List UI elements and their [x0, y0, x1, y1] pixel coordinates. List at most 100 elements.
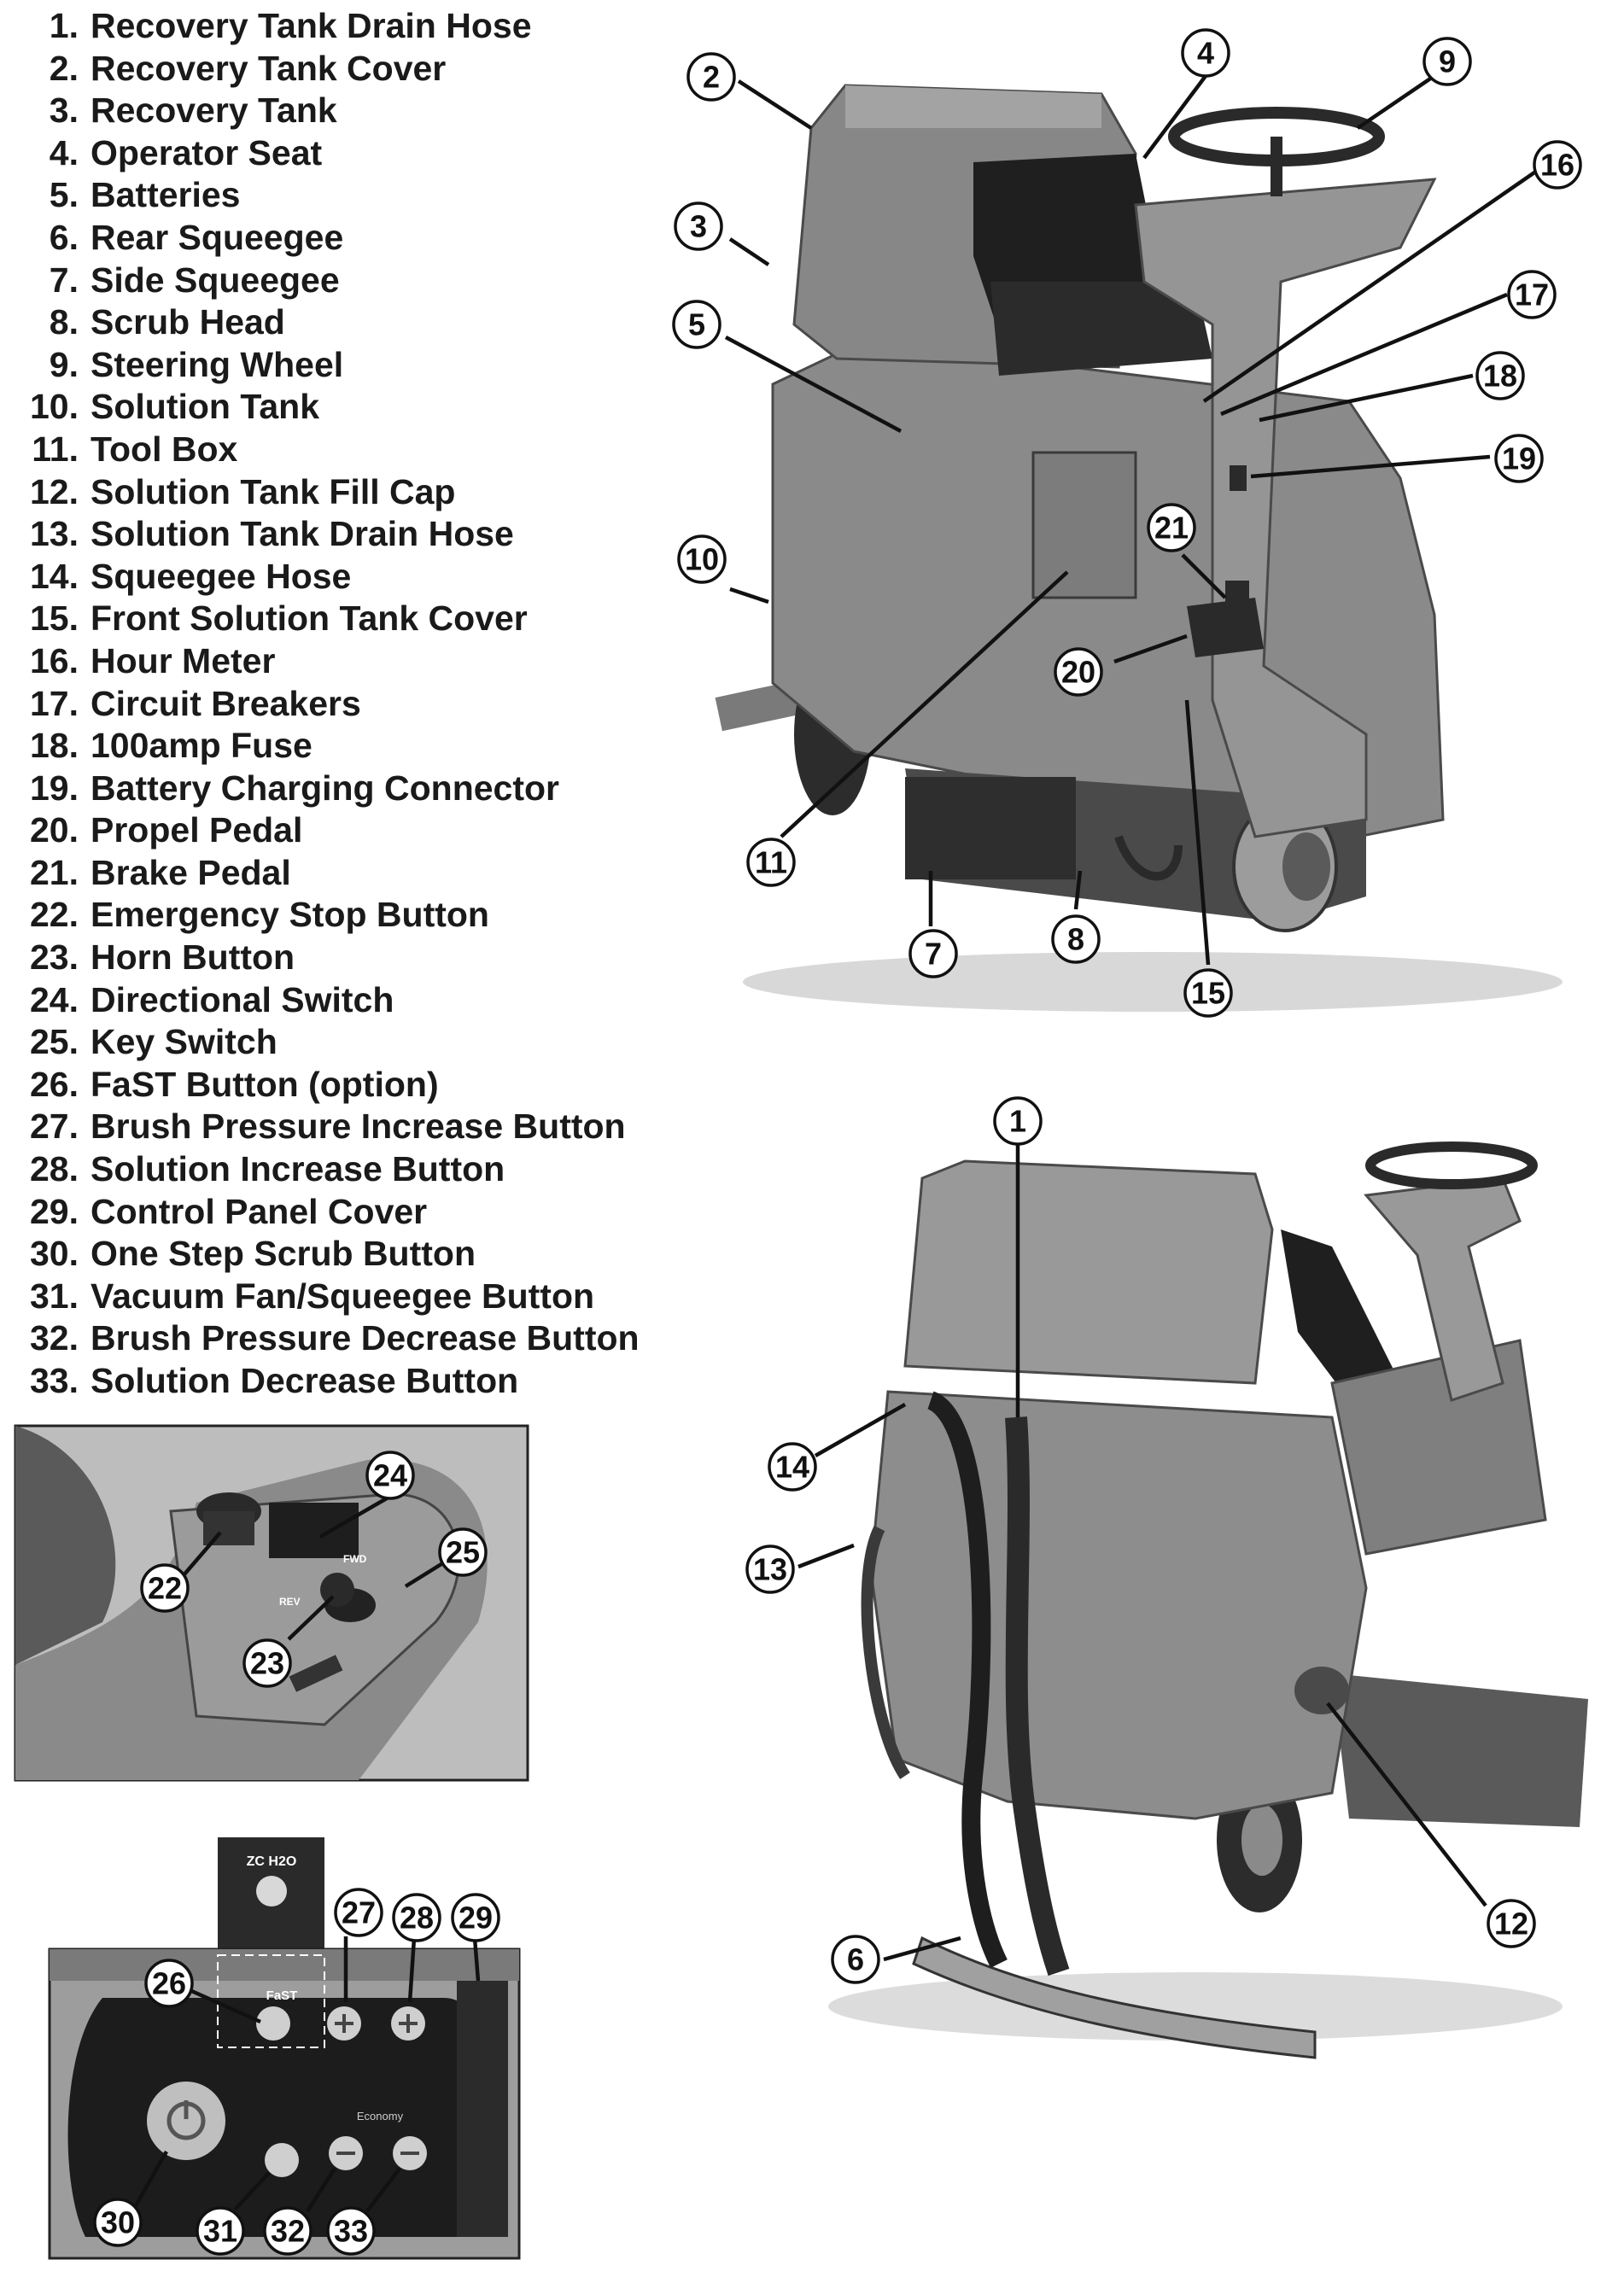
- svg-text:20: 20: [1061, 655, 1095, 690]
- machine-illustration: [715, 84, 1563, 1012]
- part-label: Tool Box: [91, 429, 238, 469]
- part-label: Recovery Tank Cover: [91, 48, 447, 88]
- parts-list-item: 3.Recovery Tank: [0, 90, 700, 132]
- parts-list-item: 4. Operator Seat: [0, 132, 700, 175]
- callout-13: 13: [745, 1544, 795, 1594]
- part-label: Brush Pressure Decrease Button: [91, 1318, 640, 1358]
- economy-label: Economy: [357, 2110, 404, 2123]
- console-photo: REV FWD: [15, 1426, 488, 1780]
- callout-32: 32: [263, 2206, 313, 2256]
- callout-4: 4: [1181, 28, 1230, 78]
- parts-list-item: 27.Brush Pressure Increase Button: [0, 1106, 700, 1148]
- part-number: 11.: [32, 429, 79, 469]
- callout-19: 19: [1494, 434, 1544, 483]
- svg-text:33: 33: [334, 2214, 368, 2249]
- svg-text:17: 17: [1515, 277, 1549, 312]
- part-number: 22.: [30, 895, 79, 935]
- part-number: 26.: [30, 1064, 79, 1104]
- callout-15: 15: [1183, 968, 1233, 1018]
- svg-text:18: 18: [1483, 359, 1517, 394]
- parts-list-item: 25. Key Switch: [0, 1021, 700, 1064]
- parts-list-item: 23.Horn Button: [0, 937, 700, 979]
- part-number: 14.: [30, 556, 79, 596]
- svg-text:8: 8: [1067, 922, 1084, 957]
- callout-23: 23: [242, 1638, 292, 1688]
- callout-30: 30: [93, 2198, 143, 2247]
- parts-list-item: 5.Batteries: [0, 174, 700, 217]
- callout-18: 18: [1475, 351, 1525, 400]
- parts-list-item: 8.Scrub Head: [0, 301, 700, 344]
- parts-list-item: 29.Control Panel Cover: [0, 1191, 700, 1234]
- part-label: Circuit Breakers: [91, 683, 361, 723]
- part-label: One Step Scrub Button: [91, 1234, 476, 1274]
- callout-22: 22: [140, 1563, 190, 1613]
- parts-list-item: 14. Squeegee Hose: [0, 556, 700, 599]
- part-label: Recovery Tank Drain Hose: [91, 6, 532, 45]
- fast-label: FaST: [266, 1988, 298, 2003]
- parts-list-item: 18.100amp Fuse: [0, 725, 700, 768]
- part-number: 3.: [49, 91, 79, 131]
- rev-label: REV: [279, 1596, 301, 1608]
- callout-33: 33: [326, 2206, 376, 2256]
- machine-rear-illustration: [828, 1142, 1588, 2059]
- svg-text:11: 11: [755, 845, 787, 880]
- parts-list-item: 7.Side Squeegee: [0, 260, 700, 302]
- part-number: 4.: [49, 132, 79, 172]
- parts-list-item: 1. Recovery Tank Drain Hose: [0, 5, 700, 48]
- callout-8: 8: [1051, 914, 1101, 964]
- fwd-label: FWD: [343, 1553, 367, 1565]
- svg-text:23: 23: [250, 1646, 284, 1681]
- part-label: Emergency Stop Button: [91, 895, 489, 935]
- svg-text:9: 9: [1439, 44, 1456, 79]
- part-label: Solution Tank Drain Hose: [91, 514, 514, 554]
- part-label: Solution Decrease Button: [91, 1361, 519, 1400]
- svg-text:29: 29: [459, 1901, 493, 1936]
- callout-27: 27: [334, 1888, 383, 1937]
- part-number: 1.: [49, 6, 79, 45]
- part-number: 2.: [49, 48, 79, 88]
- part-label: Key Switch: [91, 1022, 277, 1062]
- part-label: Solution Tank Fill Cap: [91, 471, 456, 511]
- callout-29: 29: [451, 1893, 500, 1942]
- part-number: 31.: [30, 1276, 79, 1316]
- svg-text:22: 22: [148, 1571, 182, 1606]
- parts-list-item: 12.Solution Tank Fill Cap: [0, 471, 700, 514]
- parts-list-item: 10.Solution Tank: [0, 386, 700, 429]
- part-label: Brake Pedal: [91, 852, 291, 892]
- svg-text:2: 2: [703, 60, 720, 95]
- parts-list-item: 33.Solution Decrease Button: [0, 1360, 700, 1403]
- callout-5: 5: [672, 300, 721, 349]
- parts-list: 1. Recovery Tank Drain Hose 2. Recovery Tan…: [0, 5, 700, 1403]
- callout-11: 11: [746, 838, 796, 887]
- part-number: 32.: [30, 1318, 79, 1358]
- svg-text:10: 10: [685, 542, 719, 577]
- zero-h2o-label: ZC H2O: [247, 1854, 297, 1869]
- part-number: 6.: [49, 217, 79, 257]
- callout-14: 14: [768, 1442, 817, 1492]
- svg-text:6: 6: [847, 1942, 864, 1977]
- part-label: Squeegee Hose: [91, 556, 352, 596]
- part-label: Brush Pressure Increase Button: [91, 1107, 626, 1147]
- parts-list-item: 32. Brush Pressure Decrease Button: [0, 1317, 700, 1360]
- parts-list-item: 16.Hour Meter: [0, 640, 700, 683]
- svg-text:32: 32: [271, 2214, 305, 2249]
- callout-20: 20: [1054, 647, 1103, 697]
- svg-text:3: 3: [690, 209, 707, 244]
- parts-list-item: 22. Emergency Stop Button: [0, 894, 700, 937]
- parts-list-item: 2. Recovery Tank Cover: [0, 48, 700, 91]
- callout-31: 31: [196, 2206, 245, 2256]
- part-number: 25.: [30, 1022, 79, 1062]
- leader-lines: [724, 68, 1539, 966]
- part-label: Rear Squeegee: [91, 217, 344, 257]
- leader-lines-panel: [133, 1936, 481, 2213]
- part-label: Control Panel Cover: [91, 1191, 428, 1231]
- callout-6: 6: [831, 1935, 880, 1984]
- callout-26: 26: [144, 1959, 194, 2008]
- callout-12: 12: [1487, 1899, 1536, 1948]
- leader-lines-console: [182, 1494, 446, 1641]
- part-number: 28.: [30, 1149, 79, 1189]
- part-number: 30.: [30, 1234, 79, 1274]
- parts-list-item: 9.Steering Wheel: [0, 344, 700, 387]
- part-label: Operator Seat: [91, 132, 323, 172]
- part-label: Propel Pedal: [91, 810, 303, 850]
